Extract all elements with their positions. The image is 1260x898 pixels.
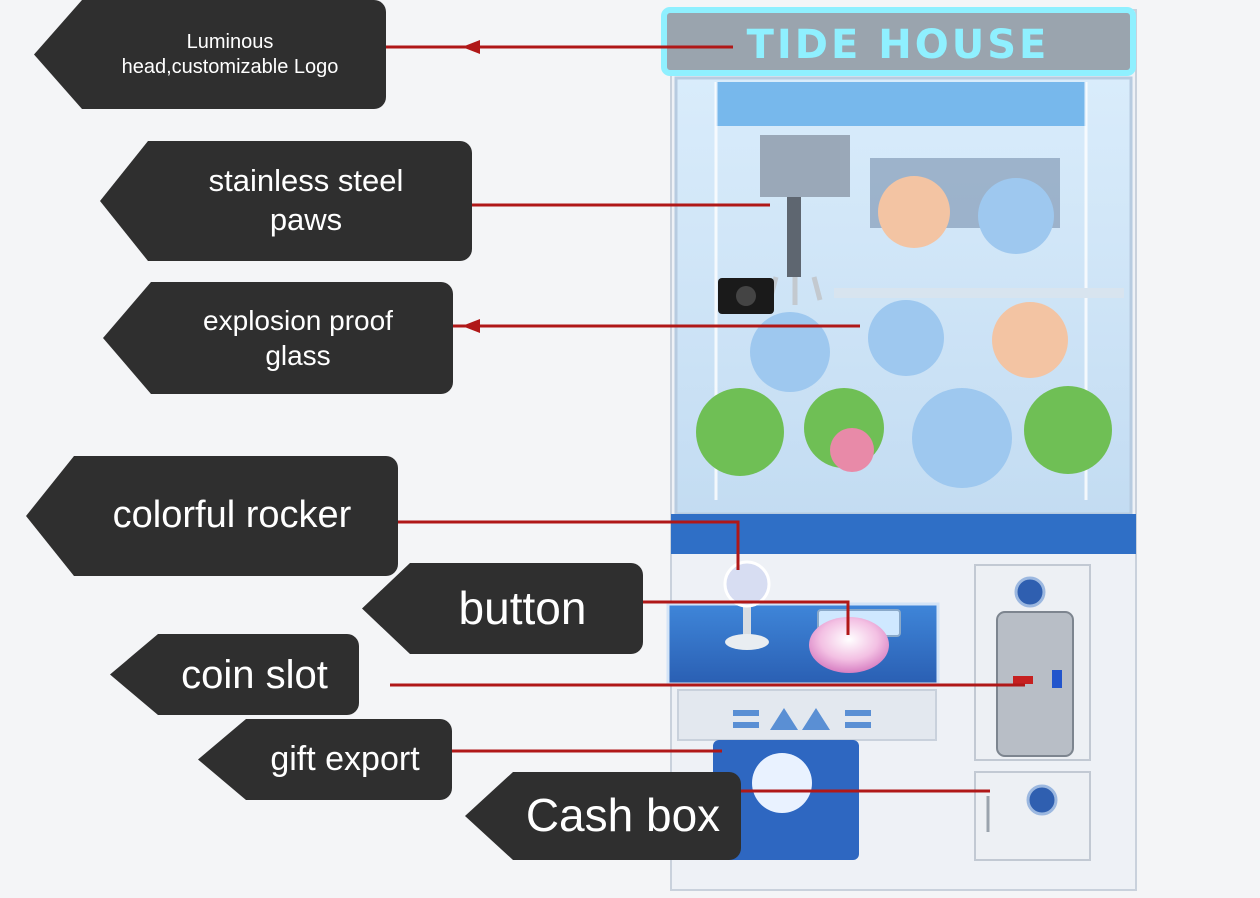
- front-logo-mark: [733, 708, 871, 730]
- cash-box-door[interactable]: [974, 771, 1091, 861]
- callout-gift-export: gift export: [198, 719, 452, 800]
- claw-rod: [787, 197, 801, 277]
- camera-lens: [736, 286, 756, 306]
- plush-toys: [696, 176, 1112, 488]
- top-star-band: [716, 82, 1086, 126]
- coin-panel-lock-icon: [1014, 576, 1046, 608]
- callout-coin-slot: coin slot: [110, 634, 359, 715]
- coin-slot[interactable]: [1013, 676, 1033, 684]
- gift-export-paw-logo: [752, 753, 812, 813]
- callout-stainless-steel-paws: stainless steel paws: [100, 141, 472, 261]
- push-button[interactable]: [809, 617, 889, 673]
- callout-glass-line2: glass: [265, 340, 331, 371]
- callout-cash-box: Cash box: [465, 772, 741, 860]
- callout-luminous-head: Luminous head,customizable Logo: [34, 0, 386, 109]
- callout-paws-line1: stainless steel: [208, 163, 404, 199]
- colorful-rocker-ball[interactable]: [723, 560, 771, 608]
- callout-explosion-proof-glass: explosion proof glass: [103, 282, 453, 394]
- arrowhead-glass: [462, 319, 480, 333]
- rocker-base: [725, 634, 769, 650]
- callout-glass-line1: explosion proof: [203, 305, 393, 336]
- callout-paws-line2: paws: [269, 202, 343, 237]
- arrowhead-logo: [462, 40, 480, 54]
- blue-band: [671, 514, 1136, 554]
- callout-luminous-head-line1: Luminous: [186, 30, 274, 53]
- pointer-lines: [215, 45, 1025, 793]
- callout-colorful-rocker: colorful rocker: [26, 456, 398, 576]
- brand-logo-text: TIDE HOUSE: [747, 22, 1050, 68]
- claw-gantry: [760, 135, 850, 197]
- coin-indicator: [1052, 670, 1062, 688]
- callout-luminous-head-line2: head,customizable Logo: [121, 55, 339, 78]
- luminous-head: [661, 7, 1136, 76]
- lower-front-panel: [677, 689, 937, 741]
- pointer-line-button: [580, 600, 850, 635]
- callout-button: button: [362, 563, 643, 654]
- cash-box-lock-icon: [1026, 784, 1058, 816]
- inner-shelf: [834, 288, 1124, 298]
